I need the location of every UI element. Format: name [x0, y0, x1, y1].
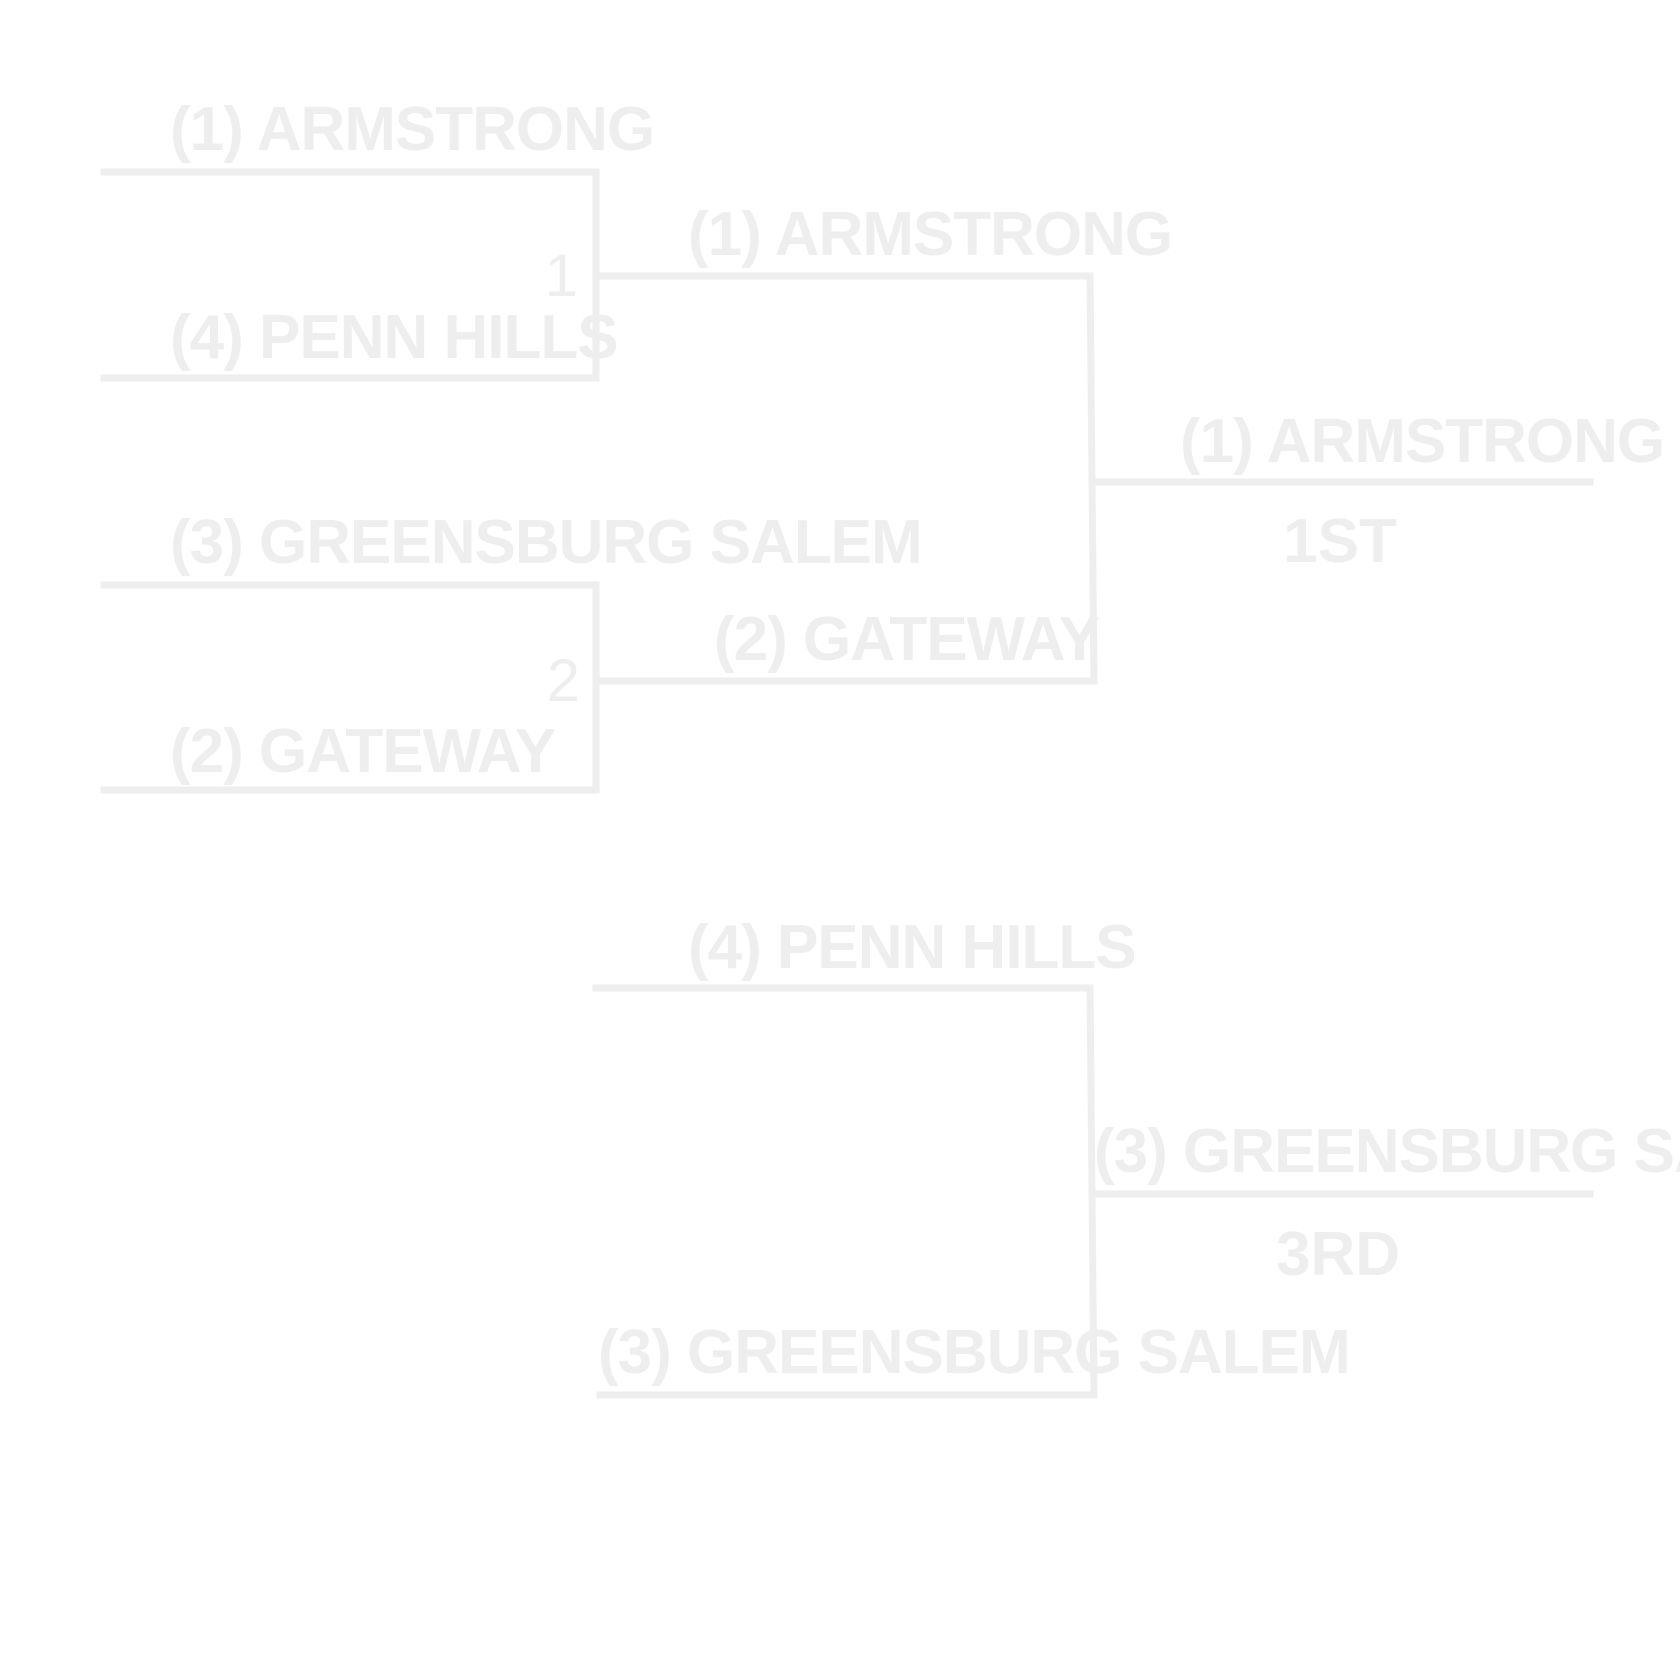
championship-game: (1) ARMSTRONG (2) GATEWAY (1) ARMSTRONG …: [688, 200, 1665, 685]
third-place-bottom-team[interactable]: (3) GREENSBURG SALEM: [598, 1318, 1351, 1387]
championship-top-team[interactable]: (1) ARMSTRONG: [688, 200, 1173, 269]
round1-game2: (3) GREENSBURG SALEM (2) GATEWAY 2: [100, 508, 1098, 794]
game1-number: 1: [545, 242, 578, 309]
game2-bottom-team[interactable]: (2) GATEWAY: [170, 717, 557, 786]
game1-bottom-team[interactable]: (4) PENN HILLS: [170, 303, 619, 372]
third-place-label: 3RD: [1276, 1220, 1400, 1289]
game1-top-team[interactable]: (1) ARMSTRONG: [170, 95, 655, 164]
third-place-game: (4) PENN HILLS (3) GREENSBURG SALEM (3) …: [592, 913, 1680, 1399]
championship-bottom-team[interactable]: (2) GATEWAY: [714, 605, 1101, 674]
championship-winner[interactable]: (1) ARMSTRONG: [1180, 407, 1665, 476]
third-place-winner[interactable]: (3) GREENSBURG SALEM: [1094, 1117, 1680, 1186]
game2-top-team[interactable]: (3) GREENSBURG SALEM: [170, 508, 923, 577]
game2-bracket-line: [100, 581, 600, 794]
round1-game1: (1) ARMSTRONG (4) PENN HILLS 1: [100, 95, 1094, 382]
first-place-label: 1ST: [1283, 507, 1397, 576]
game2-number: 2: [547, 647, 580, 714]
third-place-top-team[interactable]: (4) PENN HILLS: [688, 913, 1137, 982]
